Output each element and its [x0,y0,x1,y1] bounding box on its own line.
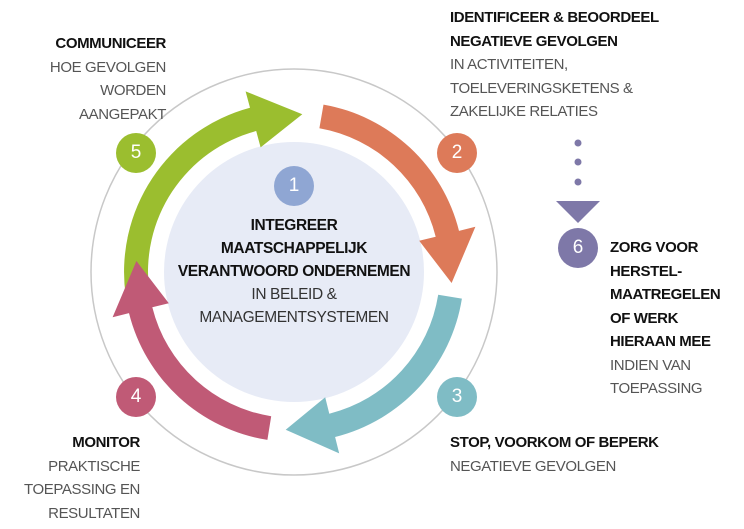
center-sub-line: MANAGEMENTSYSTEMEN [199,309,389,326]
down-triangle-icon [556,201,600,223]
step-6-badge: 6 [558,228,598,268]
step-6-title-line: OF WERK [610,309,679,327]
step-6-sub-line: TOEPASSING [610,380,703,397]
center-label: INTEGREER MAATSCHAPPELIJK VERANTWOORD ON… [154,214,434,329]
step-4-label: MONITOR PRAKTISCHE TOEPASSING EN RESULTA… [24,431,140,525]
step-3-sub-line: NEGATIEVE GEVOLGEN [450,457,616,475]
center-title-line: MAATSCHAPPELIJK [220,240,368,257]
step-5-sub-line: HOE GEVOLGEN [49,58,166,76]
center-sub-line: IN BELEID & [251,286,337,303]
inner-circle [164,142,424,402]
step-4-title-line: MONITOR [72,434,140,451]
step-6-title-line: HIERAAN MEE [610,333,711,350]
step-4-sub-line: PRAKTISCHE [48,457,140,475]
connector-dot [574,158,582,166]
step-6-title-line: ZORG VOOR [610,239,699,256]
step-6-title-line: MAATREGELEN [610,286,721,303]
step-2-sub-line: ZAKELIJKE RELATIES [450,103,598,120]
step-2-sub-line: TOELEVERINGSKETENS & [450,79,633,97]
step-2-title-line: NEGATIEVE GEVOLGEN [450,32,618,50]
connector-dot [574,178,582,186]
step-3-label: STOP, VOORKOM OF BEPERK NEGATIEVE GEVOLG… [450,431,659,478]
step-3-badge: 3 [437,377,477,417]
step-6-title-line: HERSTEL- [610,262,682,280]
step-3-title-line: STOP, VOORKOM OF BEPERK [450,434,659,451]
arrow-step3-to-step4 [285,294,462,454]
step-5-label: COMMUNICEER HOE GEVOLGEN WORDEN AANGEPAK… [50,32,166,126]
step-2-title-line: IDENTIFICEER & BEOORDEEL [450,9,659,26]
step-2-sub-line: IN ACTIVITEITEN, [450,56,568,73]
arrow-step4-to-step5 [112,261,272,440]
step-4-badge: 4 [116,377,156,417]
center-title-line: INTEGREER [250,217,338,234]
step-5-sub-line: AANGEPAKT [79,105,166,123]
step-5-title-line: COMMUNICEER [55,35,166,52]
step-6-sub-line: INDIEN VAN [610,356,691,374]
step-6-label: ZORG VOOR HERSTEL- MAATREGELEN OF WERK H… [610,236,721,401]
step-2-label: IDENTIFICEER & BEOORDEEL NEGATIEVE GEVOL… [450,6,659,124]
outer-ring [90,68,498,476]
step-4-sub-line: TOEPASSING EN [24,481,140,498]
dotted-connector [556,139,600,223]
step-1-badge: 1 [274,166,314,206]
step-5-sub-line: WORDEN [100,82,166,99]
arrow-step2-to-step3 [319,104,476,283]
step-2-badge: 2 [437,133,477,173]
center-title-line: VERANTWOORD ONDERNEMEN [177,263,411,280]
connector-dot [574,139,582,147]
step-4-sub-line: RESULTATEN [48,504,140,522]
step-5-badge: 5 [116,133,156,173]
